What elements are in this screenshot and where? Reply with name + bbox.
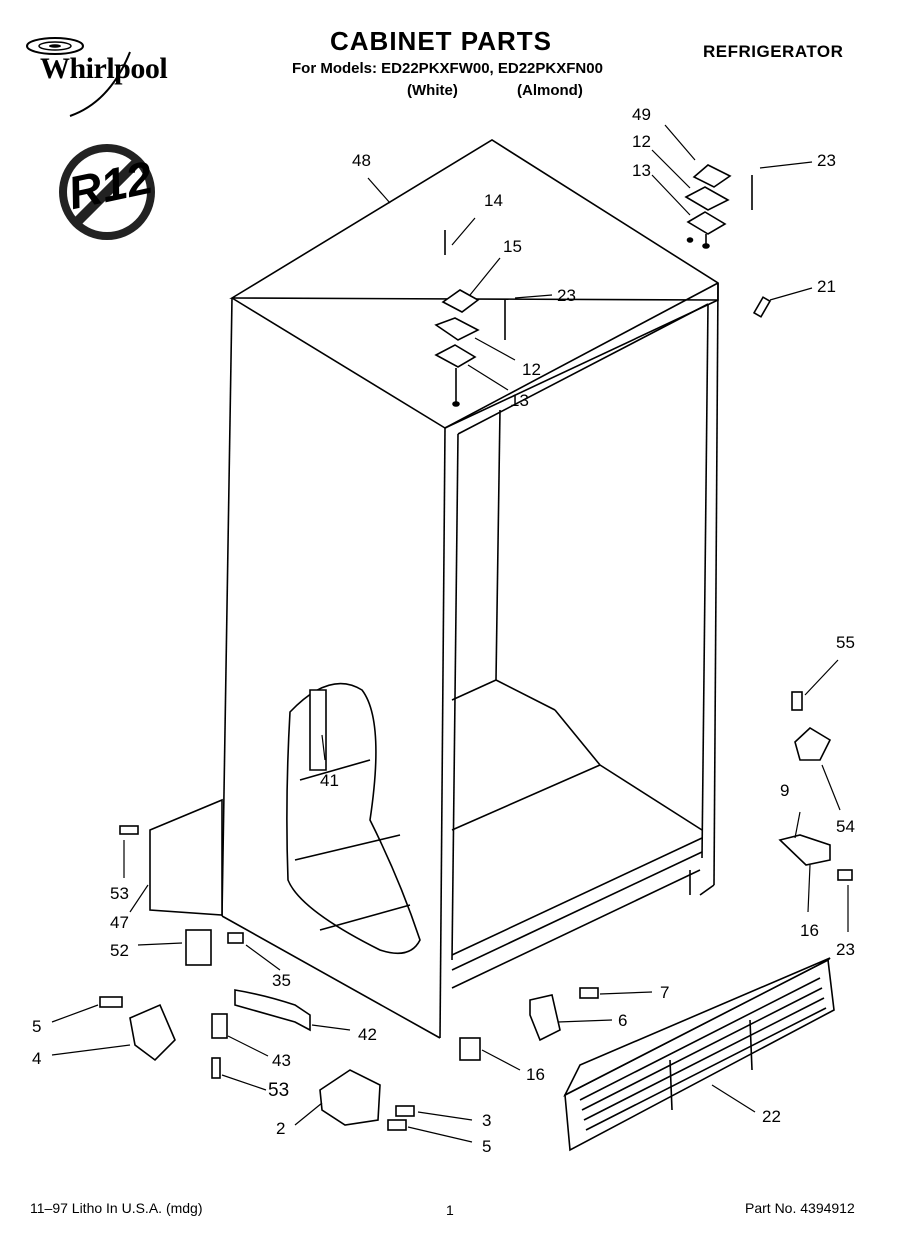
callout-52: 52 xyxy=(110,941,129,960)
callout-7: 7 xyxy=(660,983,670,1002)
no-r12-badge-icon xyxy=(59,144,155,240)
callout-16: 16 xyxy=(526,1065,545,1084)
callout-47: 47 xyxy=(110,913,129,932)
callout-2: 2 xyxy=(276,1119,286,1138)
callout-12: 12 xyxy=(632,132,651,151)
right-parts xyxy=(459,691,853,1152)
appliance-type: REFRIGERATOR xyxy=(703,42,844,61)
variant-almond: (Almond) xyxy=(517,82,583,99)
left-parts xyxy=(99,689,415,1131)
litho-note: 11–97 Litho In U.S.A. (mdg) xyxy=(30,1200,203,1216)
callout-55: 55 xyxy=(836,633,855,652)
callout-48: 48 xyxy=(352,151,371,170)
page-title: CABINET PARTS xyxy=(330,26,552,56)
callout-53: 53 xyxy=(110,884,129,903)
brand-name: Whirlpool xyxy=(40,52,168,85)
callout-23: 23 xyxy=(557,286,576,305)
callout-41: 41 xyxy=(320,771,339,790)
callout-22: 22 xyxy=(762,1107,781,1126)
whirlpool-logo-icon xyxy=(26,37,131,117)
top-hinge-right xyxy=(684,164,772,318)
callout-6: 6 xyxy=(618,1011,628,1030)
callout-23: 23 xyxy=(836,940,855,959)
callout-13: 13 xyxy=(632,161,651,180)
callout-43: 43 xyxy=(272,1051,291,1070)
callout-12: 12 xyxy=(522,360,541,379)
models-line: For Models: ED22PKXFW00, ED22PKXFN00 xyxy=(292,60,603,77)
callout-49: 49 xyxy=(632,105,651,124)
cabinet-body xyxy=(221,139,719,1039)
variant-white: (White) xyxy=(407,82,458,99)
callout-3: 3 xyxy=(482,1111,492,1130)
callout-16: 16 xyxy=(800,921,819,940)
callout-5: 5 xyxy=(32,1017,42,1036)
callout-4: 4 xyxy=(32,1049,42,1068)
page-number: 1 xyxy=(446,1202,454,1218)
callout-54: 54 xyxy=(836,817,855,836)
callout-14: 14 xyxy=(484,191,503,210)
callout-21: 21 xyxy=(817,277,836,296)
callout-42: 42 xyxy=(358,1025,377,1044)
leader-lines xyxy=(51,124,849,1143)
callout-53: 53 xyxy=(268,1080,290,1101)
top-hinge-center xyxy=(434,230,506,407)
callout-35: 35 xyxy=(272,971,291,990)
callout-5: 5 xyxy=(482,1137,492,1156)
part-number: Part No. 4394912 xyxy=(745,1200,855,1216)
callout-9: 9 xyxy=(780,781,790,800)
callout-15: 15 xyxy=(503,237,522,256)
callout-13: 13 xyxy=(510,391,529,410)
callout-23: 23 xyxy=(817,151,836,170)
